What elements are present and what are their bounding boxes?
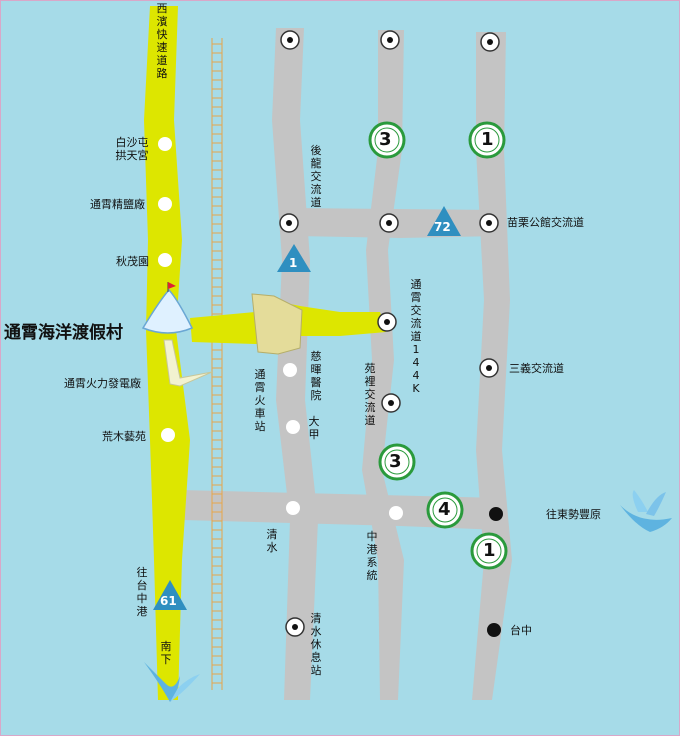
resort-building	[251, 293, 303, 355]
miaoli-ic-label: 苗栗公館交流道	[507, 216, 584, 229]
houlong-ic-label: 後龍交流道	[310, 144, 322, 209]
dajia-dot	[286, 420, 300, 434]
tongxiao-salt-dot	[158, 197, 172, 211]
prov-1-top-shield-label: 1	[481, 129, 494, 150]
resort-tent	[141, 288, 194, 334]
dongshi-junction-dot	[489, 507, 503, 521]
landmark-dots	[158, 137, 403, 520]
zhonggang-dot	[389, 506, 403, 520]
huangmu-garden-dot	[161, 428, 175, 442]
bird-east-icon	[620, 490, 672, 532]
national-1-shield-label: 1	[289, 256, 298, 270]
dajia-label: 大甲	[308, 415, 320, 441]
baisha-temple-label: 白沙屯拱天宮	[115, 136, 149, 162]
tongxiao-ic-label: 通霄交流道144K	[410, 278, 422, 395]
qingshui-dot	[286, 501, 300, 515]
baisha-temple-dot	[158, 137, 172, 151]
bird-south-icon	[144, 662, 200, 702]
tongxiao-station-label: 通霄火車站	[254, 368, 266, 433]
cihui-hospital-dot	[283, 363, 297, 377]
interchange-icons	[279, 30, 500, 637]
west-coast-expressway-label: 西濱快速道路	[156, 2, 168, 80]
qingshui-rest-label: 清水休息站	[310, 612, 322, 677]
huangmu-garden-label: 荒木藝苑	[102, 430, 146, 443]
prov-1-bottom-shield-label: 1	[483, 540, 496, 561]
prov-3-top-shield-label: 3	[379, 129, 392, 150]
prov-4-shield-label: 4	[438, 499, 451, 520]
zhonggang-label: 中港系統	[366, 530, 378, 582]
grey-roads	[180, 28, 512, 700]
prov-3-mid-shield-label: 3	[389, 451, 402, 472]
to-taichung-port-label: 往台中港	[136, 566, 148, 618]
cihui-hospital-label: 慈暉醫院	[310, 350, 322, 402]
taichung-dot	[487, 623, 501, 637]
yuanli-ic-label: 苑裡交流道	[364, 362, 376, 427]
railway	[211, 38, 223, 690]
qiumao-garden-dot	[158, 253, 172, 267]
national-61-shield-label: 61	[160, 594, 177, 608]
sanyi-ic-label: 三義交流道	[509, 362, 564, 375]
taichung-label: 台中	[510, 624, 532, 637]
road-west-column	[272, 28, 318, 700]
national-72-shield-label: 72	[434, 220, 451, 234]
provincial-shields	[368, 121, 508, 570]
road-middle-column	[362, 30, 404, 700]
resort-label: 通霄海洋渡假村	[4, 323, 123, 343]
road-bottom-connector	[180, 490, 502, 530]
qiumao-garden-label: 秋茂園	[116, 255, 149, 268]
south-label: 南下	[160, 640, 172, 666]
national-shields	[153, 206, 461, 610]
tongxiao-salt-label: 通霄精鹽廠	[90, 198, 145, 211]
qingshui-label: 清水	[266, 528, 278, 554]
to-dongshi-label: 往東勢豐原	[546, 508, 601, 521]
power-plant-stack	[163, 339, 213, 387]
power-plant-label: 通霄火力發電廠	[64, 377, 141, 390]
